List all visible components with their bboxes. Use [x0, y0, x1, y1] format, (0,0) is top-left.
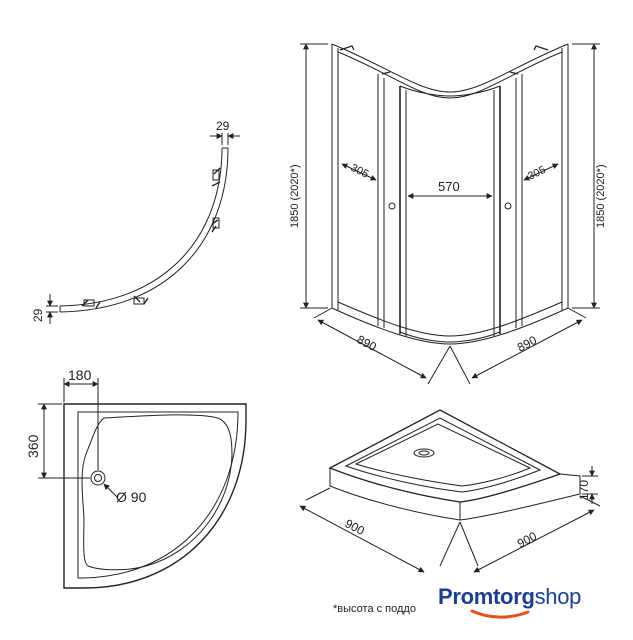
tray-top-view	[38, 378, 247, 589]
iso-drain	[413, 448, 435, 458]
plan-dim-side: 29	[31, 308, 45, 322]
logo-swoosh-icon	[470, 609, 530, 619]
drain-offset-x: 180	[68, 367, 92, 383]
tray-iso-view	[299, 409, 601, 573]
tray-inner-rim	[77, 411, 239, 579]
iso-width-right: 900	[515, 529, 540, 551]
plan-arc-inner	[59, 147, 223, 307]
plan-dim-top: 29	[216, 119, 230, 133]
cabin-view	[300, 43, 600, 385]
logo-part-promtorg: Promtorg	[438, 584, 535, 609]
cabin-base-right: 890	[515, 333, 540, 355]
footnote-text: *высота с поддо	[333, 603, 416, 615]
drain-outer	[90, 470, 106, 486]
cabin-door-width: 570	[438, 179, 460, 194]
logo-part-shop: shop	[534, 584, 582, 609]
drain-diameter: Ø 90	[116, 489, 147, 505]
iso-width-left: 900	[343, 516, 368, 538]
drain-offset-y: 360	[25, 434, 41, 458]
cabin-height-left: 1850 (2020*)	[289, 164, 301, 228]
cabin-panel-left: 305	[349, 162, 371, 181]
tray-basin	[81, 414, 233, 571]
drain-inner	[94, 474, 102, 482]
plan-view	[46, 133, 240, 324]
iso-height: 170	[577, 480, 591, 500]
plan-arc-outer	[59, 147, 229, 313]
tray-outline	[63, 403, 247, 589]
brand-logo[interactable]: Promtorgshop	[438, 584, 581, 610]
cabin-panel-right: 305	[526, 164, 548, 183]
cabin-height-right: 1850 (2020*)	[595, 164, 607, 228]
